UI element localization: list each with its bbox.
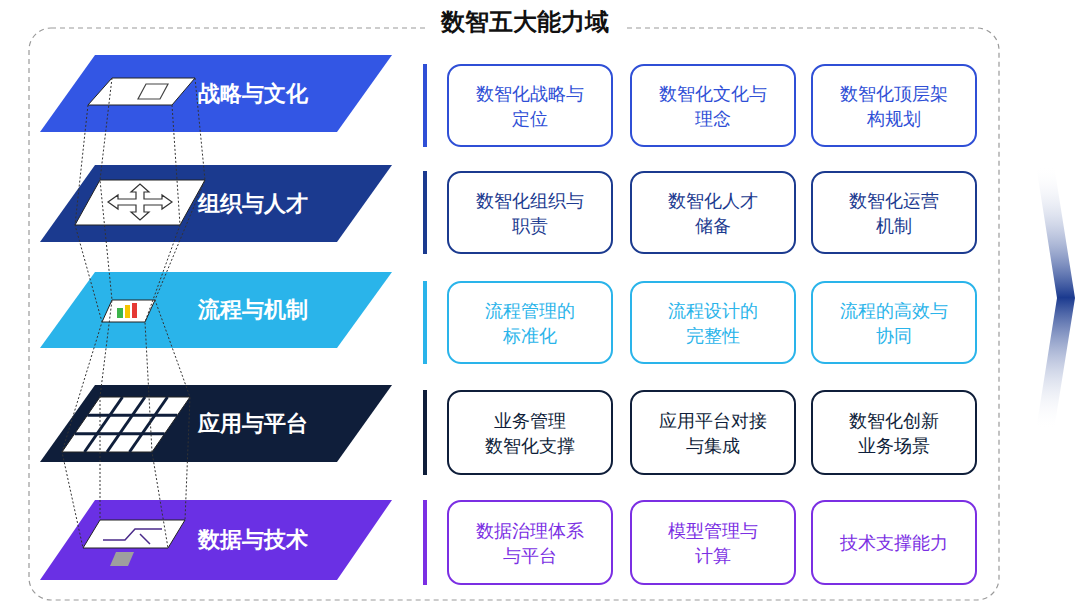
network-icon	[140, 534, 150, 544]
capability-text: 数智化创新 业务场景	[832, 408, 957, 458]
cross-arrow-icon	[108, 184, 172, 220]
capability-box: 流程的高效与 协同	[811, 281, 977, 364]
capability-text: 技术支撑能力	[832, 530, 957, 555]
capability-box: 应用平台对接 与集成	[630, 390, 796, 475]
plane-icon	[83, 520, 185, 548]
capability-box: 流程管理的 标准化	[447, 281, 613, 364]
row-bar	[423, 500, 427, 585]
capability-box: 业务管理 数智化支撑	[447, 390, 613, 475]
square-icon	[110, 552, 134, 566]
capability-box: 数智化组织与 职责	[447, 171, 613, 254]
layer-band: 组织与人才	[40, 165, 392, 242]
dashed-frame	[29, 28, 999, 600]
layer-label: 应用与平台	[198, 410, 308, 438]
grid-lines	[75, 397, 178, 452]
chevron-arrow	[1036, 165, 1075, 430]
capability-box: 数智化人才 储备	[630, 171, 796, 254]
capability-box: 数智化战略与 定位	[447, 64, 613, 147]
perspective-lines	[62, 78, 205, 548]
capability-text: 数智化人才 储备	[651, 188, 776, 238]
band-fill	[40, 272, 392, 348]
grid-icon	[62, 397, 190, 452]
layer-band: 应用与平台	[40, 385, 392, 462]
capability-text: 流程管理的 标准化	[468, 298, 593, 348]
band-fill	[40, 500, 392, 580]
row-bar	[423, 390, 427, 475]
capability-text: 流程的高效与 协同	[832, 298, 957, 348]
capability-box: 数智化顶层架 构规划	[811, 64, 977, 147]
capability-text: 数智化顶层架 构规划	[832, 81, 957, 131]
layer-band: 战略与文化	[40, 55, 392, 132]
capability-text: 应用平台对接 与集成	[651, 408, 776, 458]
capability-text: 模型管理与 计算	[651, 518, 776, 568]
network-icon	[103, 529, 162, 540]
capability-box: 流程设计的 完整性	[630, 281, 796, 364]
row-bar	[423, 281, 427, 364]
plane-icon	[75, 180, 205, 225]
plane-icon	[102, 300, 155, 322]
capability-text: 业务管理 数智化支撑	[468, 408, 593, 458]
layer-label: 数据与技术	[198, 526, 308, 554]
layer-label: 组织与人才	[198, 190, 308, 218]
capability-box: 数智化运营 机制	[811, 171, 977, 254]
layer-band: 流程与机制	[40, 272, 392, 348]
capability-box: 数据治理体系 与平台	[447, 500, 613, 585]
band-fill	[40, 55, 392, 132]
bar-icon	[132, 303, 137, 318]
bar-icon	[117, 308, 123, 318]
capability-text: 数据治理体系 与平台	[468, 518, 593, 568]
capability-text: 数智化文化与 理念	[651, 81, 776, 131]
capability-text: 流程设计的 完整性	[651, 298, 776, 348]
band-fill	[40, 385, 392, 462]
capability-box: 数智化文化与 理念	[630, 64, 796, 147]
layer-band: 数据与技术	[40, 500, 392, 580]
bar-icon	[125, 305, 130, 318]
capability-text: 数智化组织与 职责	[468, 188, 593, 238]
capability-text: 数智化战略与 定位	[468, 81, 593, 131]
band-fill	[40, 165, 392, 242]
capability-text: 数智化运营 机制	[832, 188, 957, 238]
plane-icon	[88, 78, 195, 105]
layer-label: 流程与机制	[198, 296, 308, 324]
capability-box: 模型管理与 计算	[630, 500, 796, 585]
row-bar	[423, 171, 427, 254]
capability-box: 数智化创新 业务场景	[811, 390, 977, 475]
diagram-title: 数智五大能力域	[427, 6, 623, 38]
layer-label: 战略与文化	[198, 80, 308, 108]
row-bar	[423, 64, 427, 147]
capability-box: 技术支撑能力	[811, 500, 977, 585]
card-icon	[138, 84, 168, 99]
